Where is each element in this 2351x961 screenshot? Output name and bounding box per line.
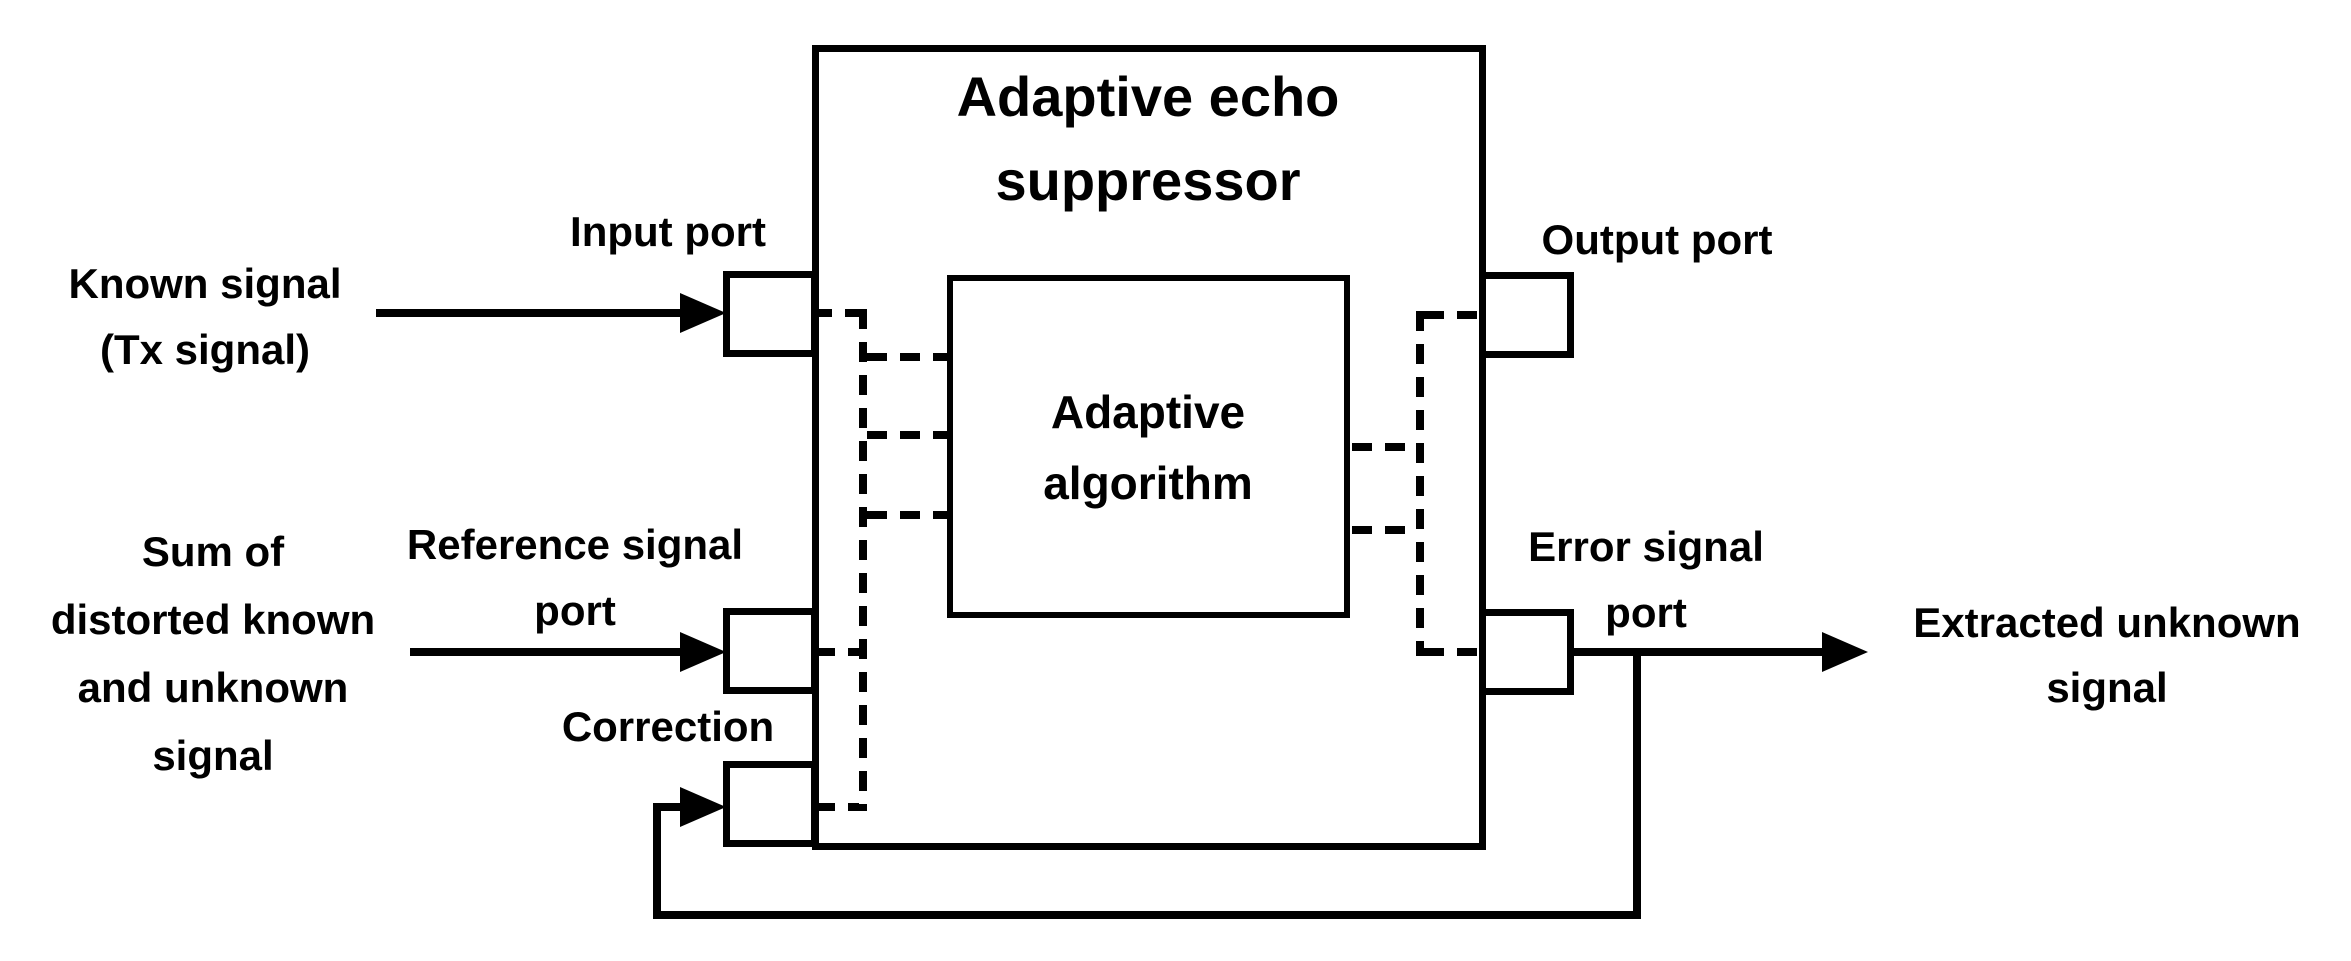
- main-box-title-line2: suppressor: [995, 149, 1301, 212]
- adaptive-algorithm-label-line1: Adaptive: [1050, 386, 1246, 438]
- algorithm-right-branch-top: [1352, 443, 1416, 451]
- known-signal-arrowhead: [680, 293, 726, 333]
- reference-port-label-line2: port: [534, 587, 616, 634]
- reference-port-label: Reference signal port: [407, 512, 743, 644]
- output-port-square: [1479, 272, 1574, 358]
- algorithm-left-branch-top: [867, 353, 951, 361]
- algorithm-right-branch-bottom: [1352, 526, 1416, 534]
- extracted-signal-arrowhead: [1822, 632, 1868, 672]
- input-port-label: Input port: [570, 208, 766, 255]
- reference-port-dashed-stub: [815, 648, 859, 656]
- sum-signal-label-line2: distorted known: [50, 596, 376, 643]
- adaptive-algorithm-label-line2: algorithm: [1043, 457, 1253, 509]
- extracted-signal-label-line1: Extracted unknown: [1913, 599, 2301, 646]
- error-port-label-line2: port: [1605, 589, 1687, 636]
- known-signal-label-line1: Known signal: [68, 260, 342, 307]
- algorithm-left-branch-middle: [867, 431, 951, 439]
- sum-signal-label: Sum of distorted known and unknown signa…: [51, 518, 375, 790]
- feedback-line-left-vertical: [653, 803, 661, 919]
- error-port-square: [1479, 609, 1574, 695]
- correction-port-label: Correction: [561, 703, 775, 750]
- output-port-label: Output port: [1541, 216, 1773, 263]
- output-port-dashed-stub: [1424, 311, 1479, 319]
- main-box-title-line1: Adaptive echo: [956, 65, 1340, 128]
- extracted-signal-label: Extracted unknown signal: [1913, 590, 2300, 720]
- extracted-signal-label-line2: signal: [2046, 664, 2168, 711]
- correction-port-square: [723, 761, 818, 847]
- reference-port-label-line1: Reference signal: [406, 521, 744, 568]
- reference-signal-arrowhead: [680, 632, 726, 672]
- correction-arrow-line: [653, 803, 686, 811]
- sum-signal-label-line4: signal: [152, 732, 274, 779]
- correction-port-dashed-stub: [815, 803, 859, 811]
- main-box-title: Adaptive echo suppressor: [957, 55, 1340, 223]
- sum-signal-label-line1: Sum of: [141, 528, 285, 575]
- inner-box: [947, 275, 1350, 618]
- extracted-signal-arrow-line: [1566, 648, 1826, 656]
- feedback-line-bottom: [653, 911, 1641, 919]
- known-signal-label: Known signal (Tx signal): [69, 251, 342, 383]
- reference-port-square: [723, 608, 818, 694]
- algorithm-left-branch-bottom: [867, 511, 951, 519]
- correction-arrowhead: [680, 787, 726, 827]
- known-signal-label-line2: (Tx signal): [99, 326, 311, 373]
- error-port-label: Error signal port: [1528, 514, 1764, 646]
- input-port-dashed-stub: [812, 309, 859, 317]
- error-port-label-line1: Error signal: [1528, 523, 1764, 570]
- reference-signal-arrow-line: [410, 648, 686, 656]
- known-signal-arrow-line: [376, 309, 686, 317]
- error-port-dashed-stub: [1424, 648, 1479, 656]
- right-dashed-bus: [1416, 311, 1424, 656]
- left-dashed-bus: [859, 309, 867, 811]
- sum-signal-label-line3: and unknown: [77, 664, 349, 711]
- adaptive-algorithm-label: Adaptive algorithm: [1043, 377, 1253, 519]
- feedback-line-right-vertical: [1633, 648, 1641, 919]
- input-port-square: [723, 271, 818, 357]
